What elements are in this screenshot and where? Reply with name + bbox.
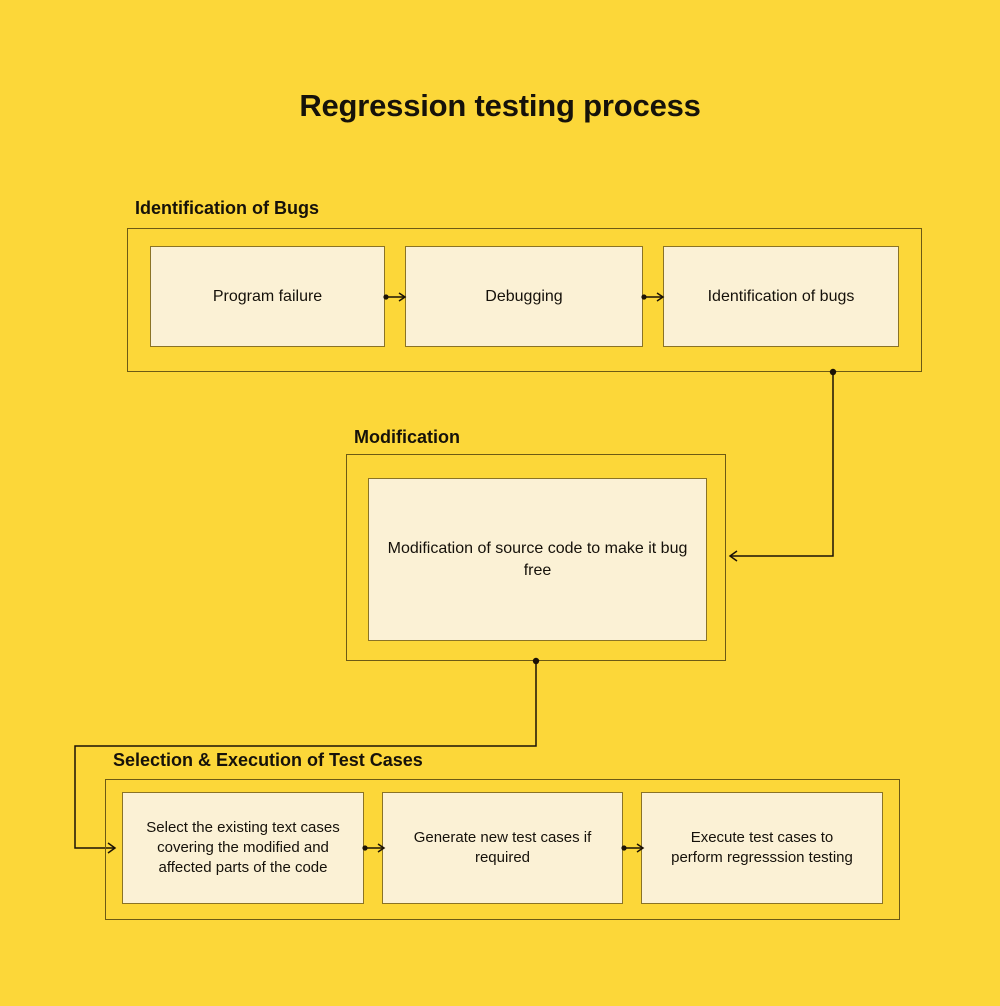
section-selection-execution-of-test-cases (105, 779, 900, 920)
connector-bugs-section-to-modification-section (728, 368, 837, 562)
node-modification-of-source-code[interactable]: Modification of source code to make it b… (368, 478, 707, 641)
section-identification-of-bugs (127, 228, 922, 372)
node-debugging[interactable]: Debugging (405, 246, 643, 347)
node-identification-of-bugs[interactable]: Identification of bugs (663, 246, 899, 347)
page-title: Regression testing process (299, 88, 701, 123)
node-program-failure[interactable]: Program failure (150, 246, 385, 347)
node-execute-test-cases[interactable]: Execute test cases to perform regresssio… (641, 792, 883, 904)
node-select-existing-text-cases[interactable]: Select the existing text cases covering … (122, 792, 364, 904)
node-generate-new-test-cases[interactable]: Generate new test cases if required (382, 792, 623, 904)
section-label-modification: Modification (350, 427, 465, 447)
section-label-selection-execution-of-test-cases: Selection & Execution of Test Cases (109, 750, 428, 770)
section-label-identification-of-bugs: Identification of Bugs (131, 198, 324, 218)
